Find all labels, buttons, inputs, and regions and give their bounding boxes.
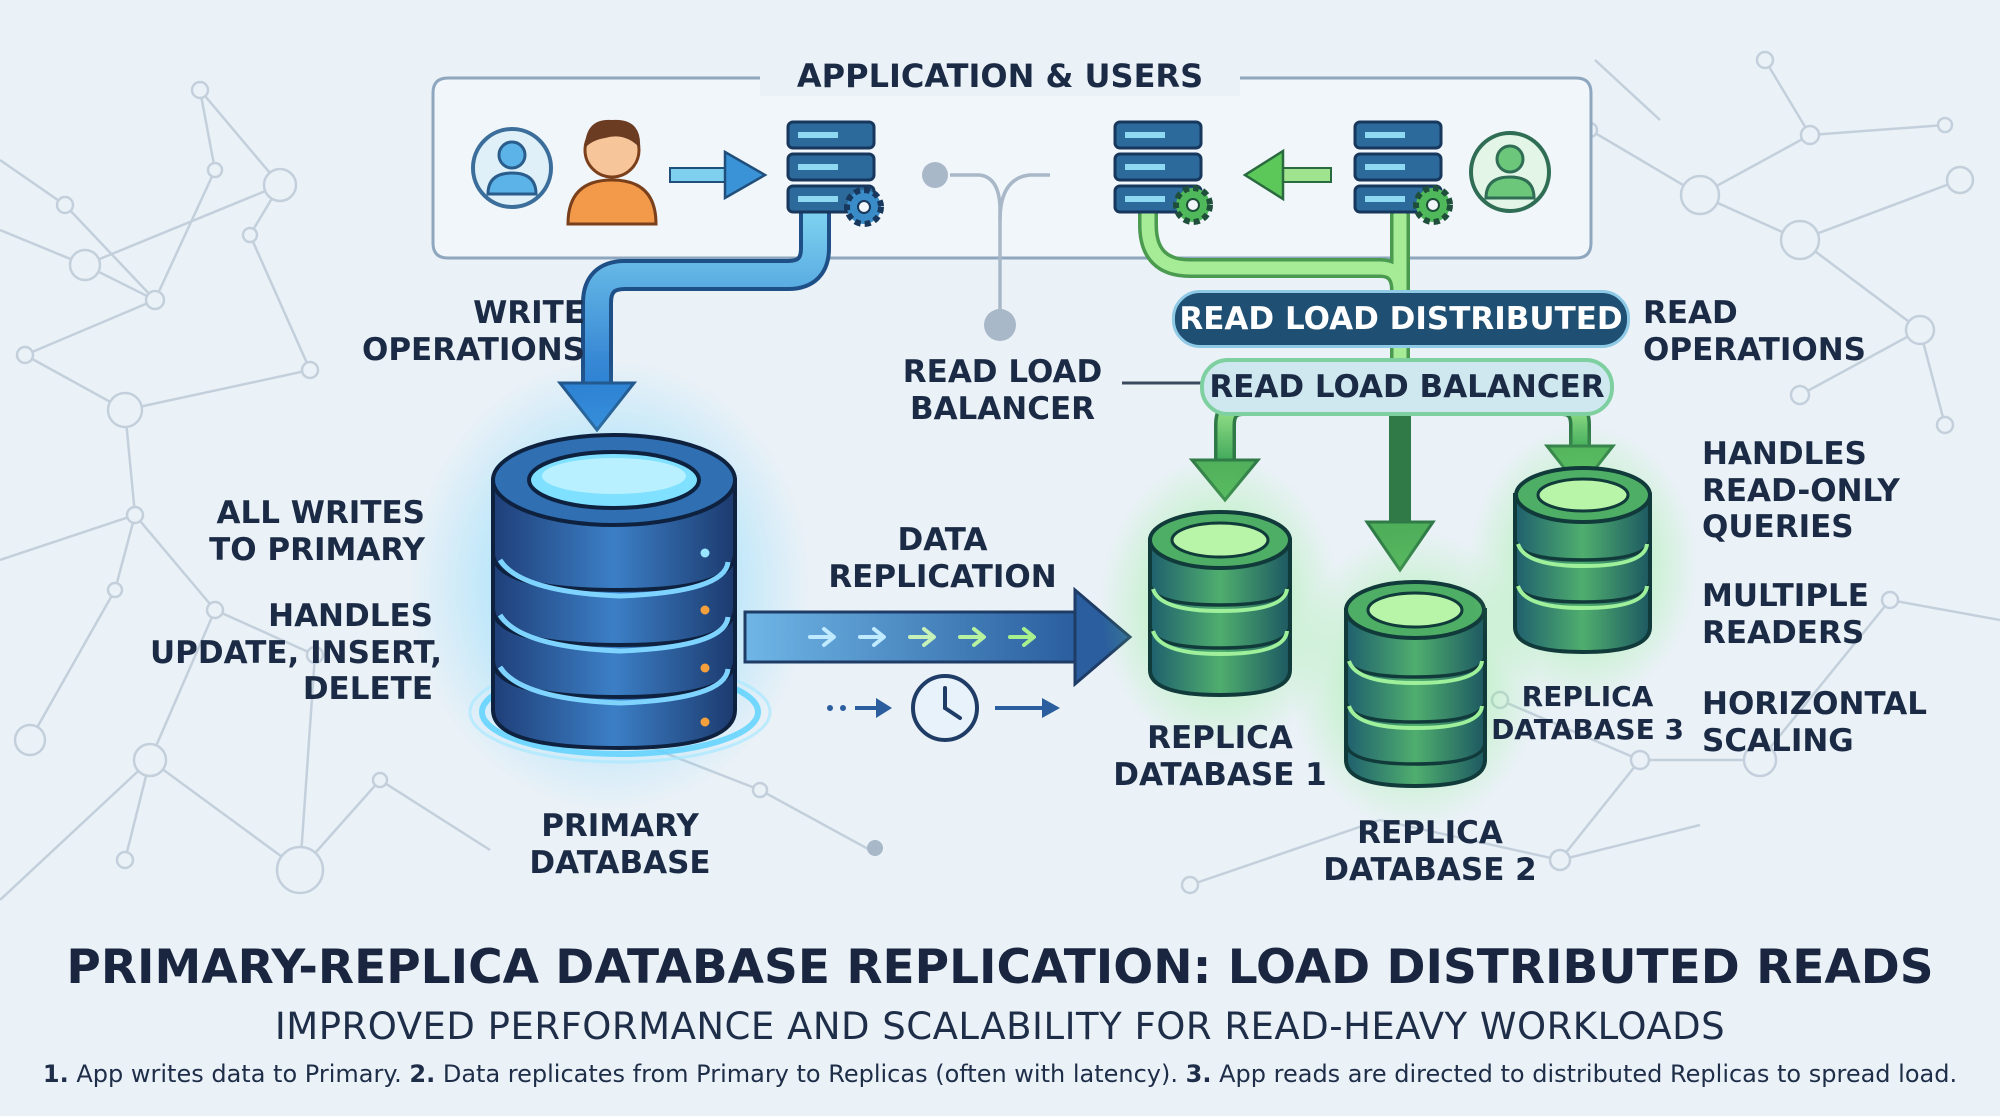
latency-indicator	[827, 698, 1060, 718]
network-node-dot	[867, 840, 883, 856]
arrow-to-server-icon	[669, 149, 768, 201]
arrow-from-server-icon	[1242, 148, 1332, 202]
read-load-balancer-pill: READ LOAD BALANCER	[1200, 358, 1614, 416]
user-circle-icon	[1469, 131, 1551, 213]
process-steps: 1. App writes data to Primary. 2. Data r…	[0, 1060, 2000, 1088]
balancer-connector	[950, 173, 1050, 312]
server-gear-icon	[786, 120, 884, 227]
step-text: App writes data to Primary.	[76, 1060, 402, 1088]
step-number: 3.	[1185, 1060, 1212, 1088]
step-number: 2.	[409, 1060, 436, 1088]
page-subtitle: IMPROVED PERFORMANCE AND SCALABILITY FOR…	[274, 1005, 1726, 1048]
step-text: App reads are directed to distributed Re…	[1219, 1060, 1958, 1088]
person-icon	[566, 119, 658, 226]
connector-dot	[922, 162, 948, 188]
server-gear-icon	[1113, 120, 1213, 225]
clock-icon	[911, 674, 979, 742]
database-icon	[1100, 455, 1340, 755]
step-text: Data replicates from Primary to Replicas…	[442, 1060, 1178, 1088]
page-title: PRIMARY-REPLICA DATABASE REPLICATION: LO…	[66, 940, 1934, 995]
database-icon	[410, 360, 810, 810]
database-icon	[1468, 425, 1698, 705]
read-load-distributed-pill: READ LOAD DISTRIBUTED	[1172, 290, 1630, 348]
connector-dot	[984, 309, 1016, 341]
server-gear-icon	[1353, 120, 1453, 225]
replication-chevrons	[808, 627, 1036, 647]
user-circle-icon	[471, 127, 553, 209]
application-users-box	[431, 76, 1593, 260]
application-users-title: APPLICATION & USERS	[760, 57, 1240, 96]
step-number: 1.	[42, 1060, 69, 1088]
